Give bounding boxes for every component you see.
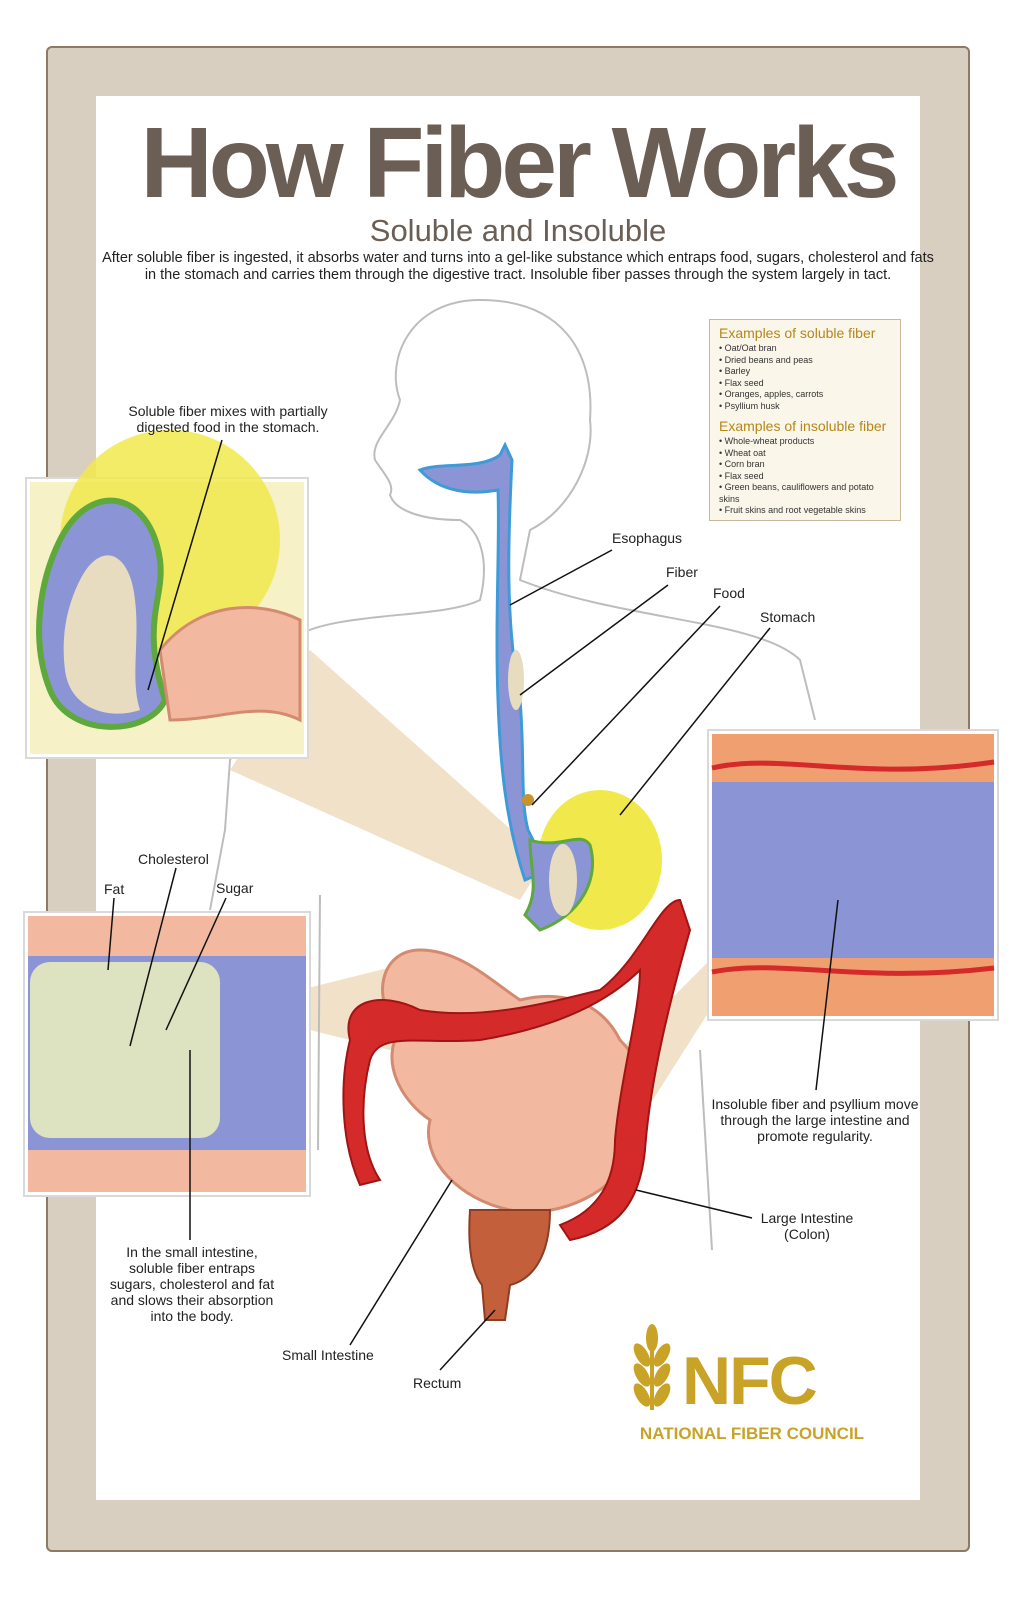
list-item: Whole-wheat products xyxy=(719,436,891,448)
intro-text: After soluble fiber is ingested, it abso… xyxy=(102,250,934,283)
colon-lumen xyxy=(712,782,994,958)
small-intestine-callout: In the small intestine, soluble fiber en… xyxy=(109,1244,275,1324)
list-item: Dried beans and peas xyxy=(719,355,891,367)
sugar-label: Sugar xyxy=(216,880,254,896)
stomach-contents xyxy=(549,844,577,916)
esophagus-label: Esophagus xyxy=(612,530,683,546)
large-intestine-callout: Insoluble fiber and psyllium move throug… xyxy=(711,1096,919,1144)
large-intestine-label: Large Intestine (Colon) xyxy=(760,1210,854,1242)
villi-contents xyxy=(30,962,220,1138)
list-item: Oat/Oat bran xyxy=(719,343,891,355)
list-item: Oranges, apples, carrots xyxy=(719,389,891,401)
food-bit xyxy=(522,794,534,806)
list-item: Green beans, cauliflowers and potato ski… xyxy=(719,482,891,505)
page-subtitle: Soluble and Insoluble xyxy=(369,213,667,248)
nfc-name: NATIONAL FIBER COUNCIL xyxy=(639,1424,865,1443)
list-item: Flax seed xyxy=(719,471,891,483)
cholesterol-label: Cholesterol xyxy=(138,851,209,867)
fat-label: Fat xyxy=(104,881,125,897)
villi-wall-bottom xyxy=(28,1150,306,1192)
soluble-heading: Examples of soluble fiber xyxy=(719,325,876,341)
wheat-icon xyxy=(633,1324,671,1410)
list-item: Barley xyxy=(719,366,891,378)
soluble-list: Oat/Oat bran Dried beans and peas Barley… xyxy=(719,343,891,412)
body-outline xyxy=(209,299,816,1251)
examples-box: Examples of soluble fiber Oat/Oat bran D… xyxy=(709,319,901,521)
villi-wall-top xyxy=(28,916,306,956)
fiber-label: Fiber xyxy=(666,564,698,580)
leader-lines xyxy=(107,439,839,1371)
list-item: Flax seed xyxy=(719,378,891,390)
colon-wall-top xyxy=(712,734,994,782)
list-item: Psyllium husk xyxy=(719,401,891,413)
stomach-label: Stomach xyxy=(760,609,816,625)
stomach-callout: Soluble fiber mixes with partially diges… xyxy=(128,403,328,435)
fiber-clump xyxy=(508,650,524,710)
rectum-label: Rectum xyxy=(413,1375,462,1391)
page-title: How Fiber Works xyxy=(140,107,900,219)
food-label: Food xyxy=(713,585,745,601)
insoluble-heading: Examples of insoluble fiber xyxy=(719,418,887,434)
list-item: Fruit skins and root vegetable skins xyxy=(719,505,891,517)
small-intestine-label: Small Intestine xyxy=(282,1347,374,1363)
rectum xyxy=(468,1209,552,1321)
insoluble-list: Whole-wheat products Wheat oat Corn bran… xyxy=(719,436,891,517)
list-item: Corn bran xyxy=(719,459,891,471)
list-item: Wheat oat xyxy=(719,448,891,460)
large-intestine xyxy=(342,898,692,1242)
nfc-logo: NFC xyxy=(682,1343,818,1419)
